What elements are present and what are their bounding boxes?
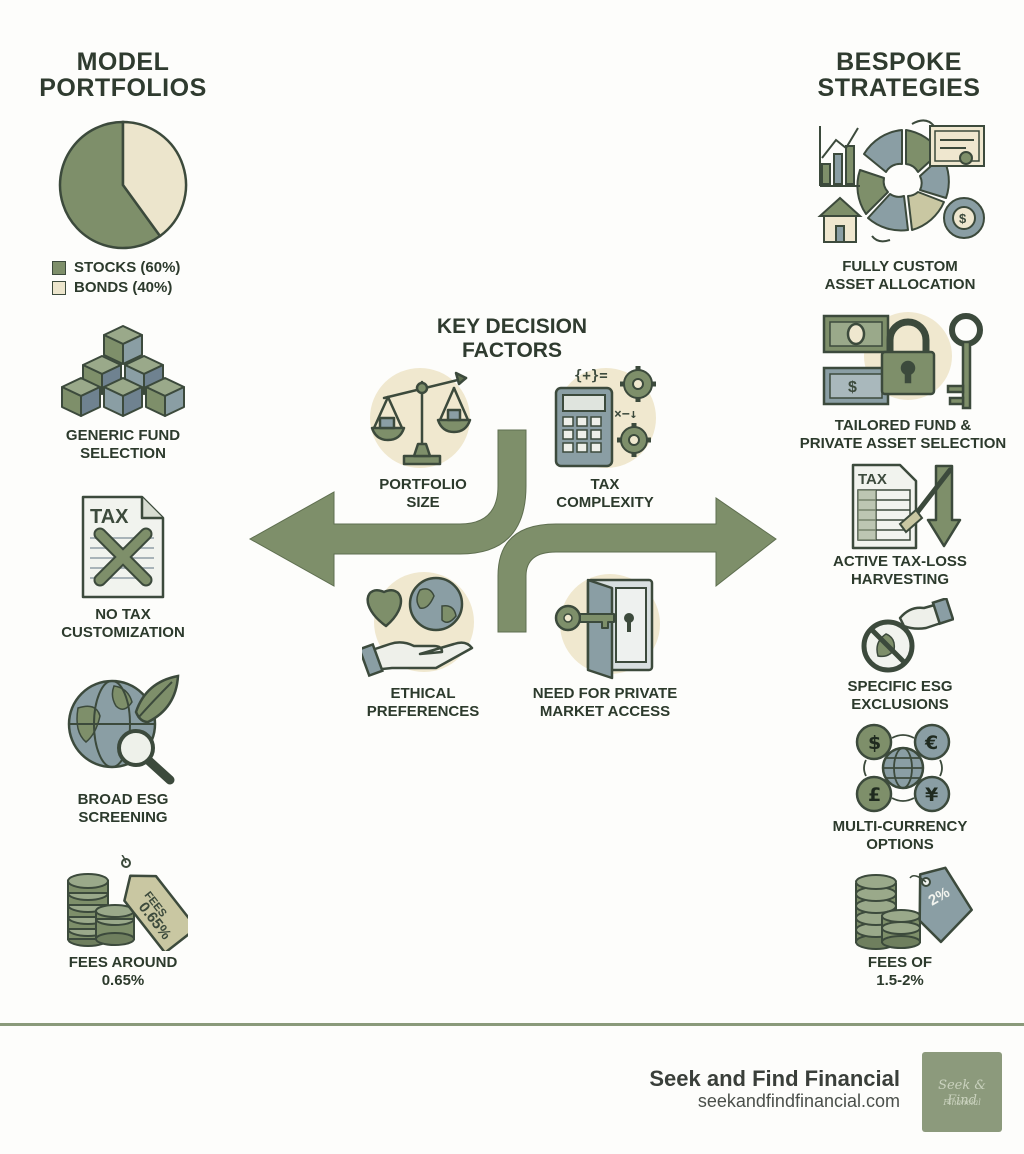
left-arrow	[248, 429, 527, 587]
pie-slice-stocks	[58, 120, 162, 250]
svg-text:$: $	[848, 379, 857, 396]
tax-complexity-label: TAX COMPLEXITY	[556, 476, 654, 511]
calculator-gears-icon: {+}= ×−↓	[554, 366, 656, 468]
currency-exchange-icon: $ € £ ¥	[855, 723, 951, 813]
tax-loss-harvesting-icon: TAX	[851, 463, 962, 550]
ethical-preferences-label: ETHICAL PREFERENCES	[366, 685, 480, 720]
logo-subtext: Financial	[943, 1098, 981, 1107]
specific-esg-exclusions-label: SPECIFIC ESG EXCLUSIONS	[847, 678, 953, 713]
svg-text:$: $	[959, 211, 967, 226]
tax-document-crossed-icon: TAX	[81, 495, 165, 599]
diverging-arrows	[248, 429, 777, 633]
tax-sheet-heading: TAX	[858, 471, 887, 488]
cash-lock-key-icon: $	[822, 312, 983, 410]
key-decision-factors-title: KEY DECISION FACTORS	[436, 315, 588, 362]
tax-doc-heading: TAX	[90, 506, 129, 528]
fees-of-label: FEES OF 1.5-2%	[867, 954, 933, 989]
legend-item-bonds: BONDS (40%)	[52, 278, 180, 298]
heart-globe-hand-icon	[362, 572, 474, 678]
legend-swatch-stocks	[52, 261, 66, 275]
private-market-access-label: NEED FOR PRIVATE MARKET ACCESS	[532, 685, 678, 720]
currency-euro: €	[924, 732, 938, 754]
company-url[interactable]: seekandfindfinancial.com	[697, 1091, 900, 1111]
globe-leaf-magnifier-icon	[67, 674, 180, 785]
no-tax-customization-label: NO TAX CUSTOMIZATION	[61, 606, 185, 641]
allocation-legend: STOCKS (60%) BONDS (40%)	[52, 258, 180, 298]
currency-pound: £	[868, 784, 881, 806]
active-tax-loss-harvesting-label: ACTIVE TAX-LOSS HARVESTING	[833, 553, 967, 588]
model-portfolios-title: MODEL PORTFOLIOS	[39, 48, 207, 102]
currency-yen: ¥	[925, 784, 938, 806]
portfolio-size-label: PORTFOLIO SIZE	[379, 476, 467, 511]
custom-allocation-cycle-icon: $	[817, 119, 985, 243]
stacked-cubes-icon	[61, 325, 185, 417]
hand-prohibited-icon	[861, 598, 954, 673]
generic-fund-selection-label: GENERIC FUND SELECTION	[65, 427, 181, 462]
coins-percent-tag-icon: 2%	[855, 866, 973, 950]
company-logo: Seek & Find Financial	[922, 1052, 1002, 1132]
currency-dollar: $	[868, 732, 881, 754]
coins-fee-tag-icon: FEES 0.65%	[67, 855, 188, 951]
fees-around-label: FEES AROUND 0.65%	[68, 954, 178, 989]
multi-currency-options-label: MULTI-CURRENCY OPTIONS	[832, 818, 968, 853]
allocation-pie-chart	[58, 120, 188, 250]
tailored-fund-label: TAILORED FUND & PRIVATE ASSET SELECTION	[799, 417, 1007, 452]
vault-key-icon	[554, 574, 660, 680]
logo-wordmark: Seek & Find	[938, 1078, 986, 1108]
bespoke-strategies-title: BESPOKE STRATEGIES	[817, 48, 981, 102]
fully-custom-allocation-label: FULLY CUSTOM ASSET ALLOCATION	[824, 258, 976, 293]
company-name: Seek and Find Financial	[649, 1066, 900, 1091]
calculator-formula: {+}=	[574, 368, 608, 384]
balance-scale-icon	[370, 368, 472, 468]
svg-text:×−↓: ×−↓	[614, 407, 637, 422]
legend-item-stocks: STOCKS (60%)	[52, 258, 180, 278]
broad-esg-screening-label: BROAD ESG SCREENING	[77, 791, 169, 826]
pie-slice-bonds	[121, 120, 188, 238]
legend-swatch-bonds	[52, 281, 66, 295]
footer-divider	[0, 1023, 1024, 1026]
right-arrow	[497, 497, 777, 633]
